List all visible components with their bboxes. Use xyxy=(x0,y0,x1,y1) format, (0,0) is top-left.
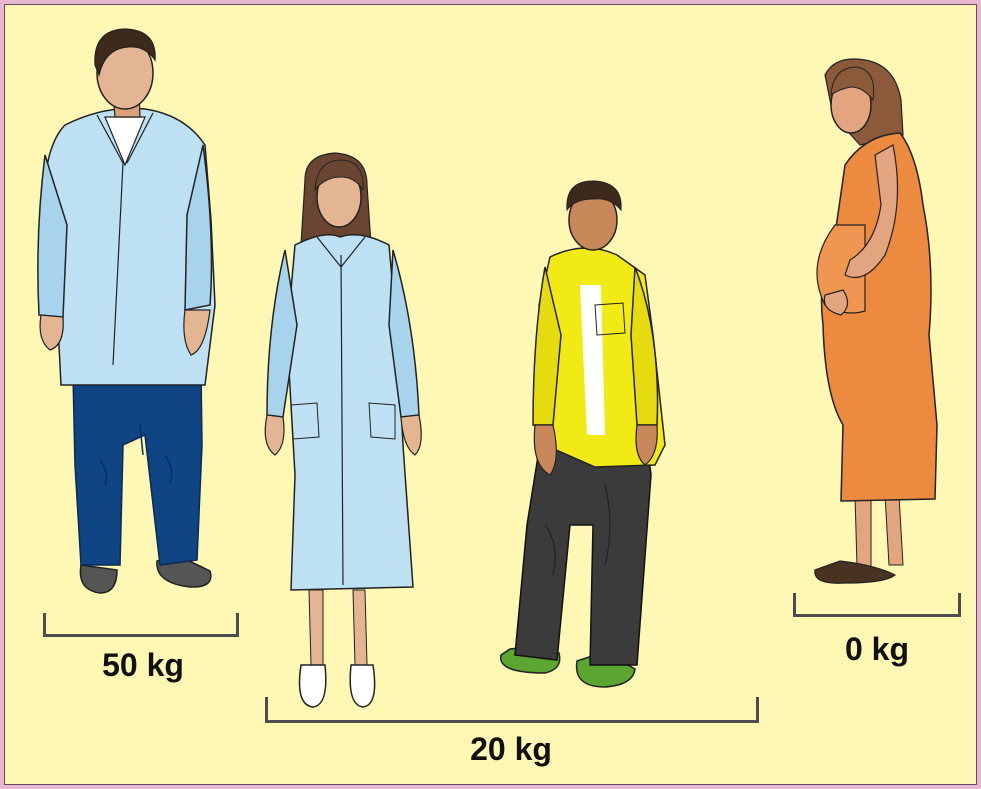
figure-man-lab-coat xyxy=(38,29,215,593)
group-label-50kg: 50 kg xyxy=(63,647,223,684)
figure-young-man-yellow-shirt xyxy=(501,181,665,687)
group-bracket-0kg xyxy=(793,593,961,617)
group-label-0kg: 0 kg xyxy=(797,631,957,668)
group-bracket-50kg xyxy=(43,613,239,637)
group-bracket-20kg xyxy=(265,697,759,723)
illustration-panel: 50 kg 20 kg 0 kg xyxy=(4,4,977,785)
figure-pregnant-woman xyxy=(815,59,937,583)
figure-woman-lab-coat xyxy=(265,153,421,707)
group-label-20kg: 20 kg xyxy=(431,731,591,768)
